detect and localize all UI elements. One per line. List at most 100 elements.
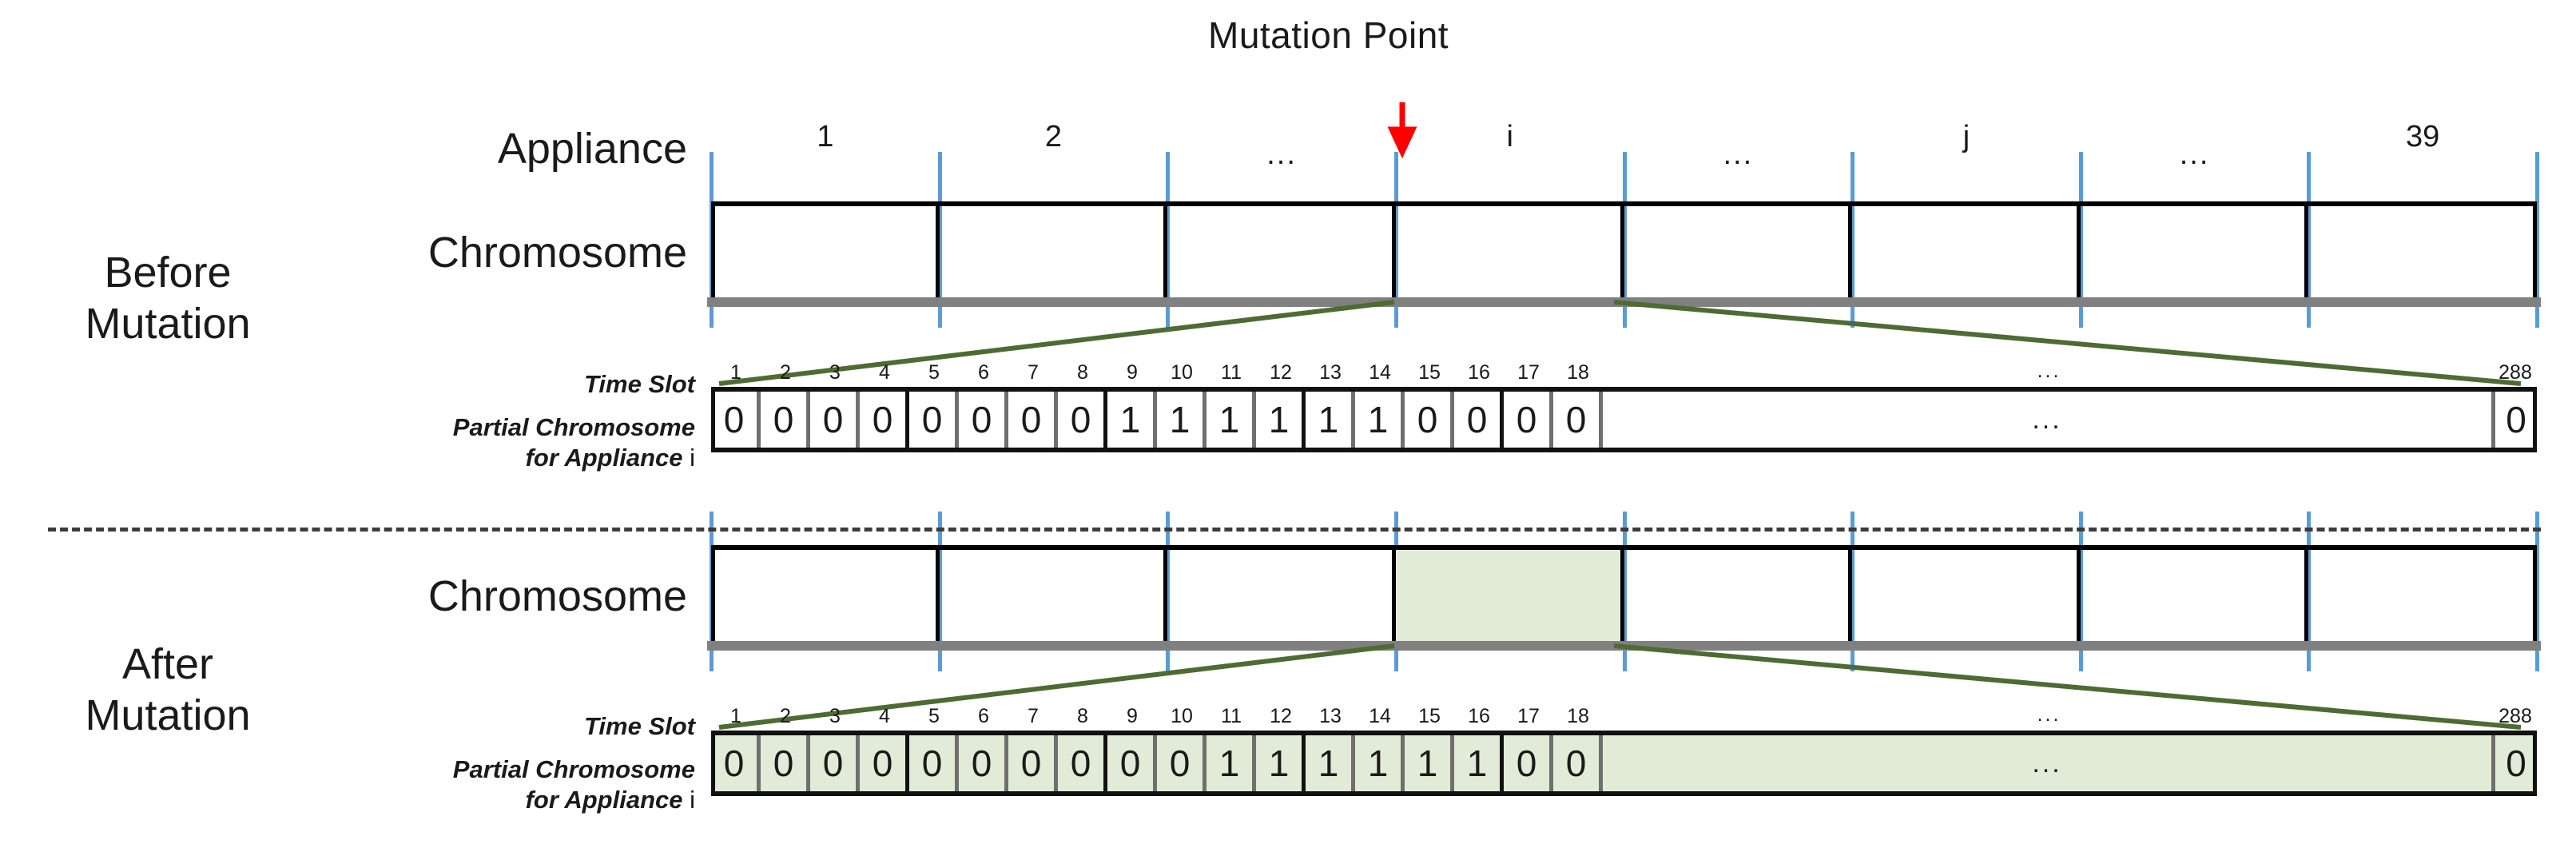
- pc-before-value-3: 0: [822, 399, 844, 440]
- pc-after-value-6: 0: [971, 743, 992, 784]
- time-slot-label-after-3: 3: [829, 705, 841, 727]
- pc-before-slot-12: 1: [1256, 392, 1306, 448]
- section-label-before-line1: Before: [104, 249, 232, 297]
- section-label-after-line2: Mutation: [85, 691, 251, 739]
- time-slot-label-after-11: 11: [1221, 705, 1242, 727]
- time-slot-label-before-3: 3: [829, 361, 841, 384]
- pc-after-value-12: 1: [1268, 743, 1290, 784]
- time-slot-label-after-16: 16: [1468, 705, 1490, 727]
- time-slot-label-after-6: 6: [978, 705, 989, 727]
- chromosome-cell-5: [1624, 206, 1853, 297]
- time-slot-label-after-8: 8: [1077, 705, 1088, 727]
- pc-before-value-15: 0: [1417, 399, 1438, 440]
- appliance-column-label-8: 39: [2406, 120, 2440, 153]
- tick-after-7: [2307, 512, 2312, 671]
- time-slot-label-after-5: 5: [928, 705, 940, 727]
- pc-before-value-9: 1: [1119, 399, 1141, 440]
- pc-after-value-18: 0: [1565, 743, 1587, 784]
- pc-before-gap-ellipsis: ...: [2032, 404, 2062, 435]
- pc-after-slot-8: 0: [1058, 735, 1107, 791]
- pc-after-value-15: 1: [1417, 743, 1438, 784]
- pc-before-value-16: 0: [1466, 399, 1488, 440]
- row-label-partial-chromosome-before: Partial Chromosome for Appliance i: [256, 412, 695, 473]
- time-slot-label-after-12: 12: [1270, 705, 1292, 727]
- section-label-after: After Mutation: [16, 639, 320, 741]
- chromosome-cell-7: [2081, 550, 2309, 641]
- time-slot-label-before-12: 12: [1270, 361, 1292, 384]
- pc-after-value-16: 1: [1466, 743, 1488, 784]
- appliance-column-label-5: ...: [1723, 137, 1754, 171]
- chromosome-cell-8: [2308, 206, 2537, 297]
- appliance-column-label-6: j: [1962, 120, 1970, 153]
- chromosome-cell-6: [1852, 206, 2081, 297]
- chromosome-cell-7: [2081, 206, 2309, 297]
- tick-before-3: [1393, 152, 1398, 328]
- chromosome-cell-2: [940, 550, 1168, 641]
- pc-before-slot-8: 0: [1058, 392, 1107, 448]
- pc-after-value-10: 0: [1169, 743, 1191, 784]
- time-slot-label-before-15: 15: [1418, 361, 1441, 384]
- tick-before-8: [2535, 152, 2539, 328]
- chromosome-cell-4: [1396, 206, 1624, 297]
- time-slot-label-after-2: 2: [780, 705, 791, 727]
- pc-before-value-18: 0: [1565, 399, 1587, 440]
- time-slot-label-before-4: 4: [879, 361, 890, 384]
- pc-before-slot-2: 0: [761, 392, 810, 448]
- pc-after-value-11: 1: [1218, 743, 1240, 784]
- pc-after-slot-11: 1: [1207, 735, 1256, 791]
- pc-after-slot-1: 0: [711, 735, 761, 791]
- time-slot-label-before-14: 14: [1369, 361, 1391, 384]
- appliance-column-label-7: ...: [2179, 137, 2210, 171]
- pc-after-slot-9: 0: [1107, 735, 1157, 791]
- tick-before-4: [1622, 152, 1627, 328]
- chromosome-cell-6: [1852, 550, 2081, 641]
- time-slot-label-before-10: 10: [1171, 361, 1193, 384]
- pc-after-value-14: 1: [1367, 743, 1389, 784]
- row-label-partial-chromosome-after: Partial Chromosome for Appliance i: [256, 755, 695, 815]
- pc-after-value-288: 0: [2506, 743, 2526, 784]
- tick-before-7: [2307, 152, 2312, 328]
- time-slot-label-before-288: 288: [2498, 361, 2532, 384]
- pc-before-value-1: 0: [723, 399, 745, 440]
- time-slot-label-after-10: 10: [1171, 705, 1193, 727]
- tick-before-1: [937, 152, 942, 328]
- pc-after-slot-288: 0: [2495, 735, 2537, 791]
- time-slot-label-before-13: 13: [1319, 361, 1342, 384]
- pc-before-slot-9: 1: [1107, 392, 1157, 448]
- pc-after-value-8: 0: [1070, 743, 1091, 784]
- chromosome-cell-3: [1167, 550, 1396, 641]
- pc-after-slot-14: 1: [1355, 735, 1405, 791]
- pc-label-line2-after: for Appliance i: [525, 785, 695, 814]
- chromosome-cell-1: [711, 550, 940, 641]
- pc-before-slot-7: 0: [1008, 392, 1058, 448]
- time-slot-label-after-4: 4: [879, 705, 890, 727]
- pc-before-slot-13: 1: [1306, 392, 1355, 448]
- pc-before-slot-4: 0: [860, 392, 909, 448]
- pc-before-value-10: 1: [1169, 399, 1191, 440]
- chromosome-bar-after: [711, 545, 2537, 641]
- time-slot-label-after-7: 7: [1028, 705, 1039, 727]
- pc-after-slot-10: 0: [1157, 735, 1207, 791]
- row-label-chromosome-after: Chromosome: [427, 572, 687, 620]
- pc-before-gap: ...: [1603, 392, 2495, 448]
- chromosome-cell-3: [1167, 206, 1396, 297]
- pc-before-slot-16: 0: [1454, 392, 1504, 448]
- time-slot-label-before-8: 8: [1077, 361, 1088, 384]
- tick-before-2: [1166, 152, 1171, 328]
- pc-before-slot-17: 0: [1504, 392, 1553, 448]
- pc-before-value-2: 0: [773, 399, 794, 440]
- chromosome-bar-before: [711, 201, 2537, 297]
- pc-before-slot-5: 0: [909, 392, 959, 448]
- time-slot-label-after-1: 1: [730, 705, 741, 727]
- time-slot-label-before-16: 16: [1468, 361, 1490, 384]
- pc-after-slot-5: 0: [909, 735, 959, 791]
- time-slot-label-after-14: 14: [1369, 705, 1391, 727]
- tick-before-5: [1851, 152, 1855, 328]
- pc-before-slot-10: 1: [1157, 392, 1207, 448]
- time-slot-label-before-ellipsis: ...: [2037, 360, 2061, 382]
- time-slot-label-before-2: 2: [780, 361, 791, 384]
- pc-after-value-1: 0: [723, 743, 745, 784]
- pc-before-slot-3: 0: [810, 392, 860, 448]
